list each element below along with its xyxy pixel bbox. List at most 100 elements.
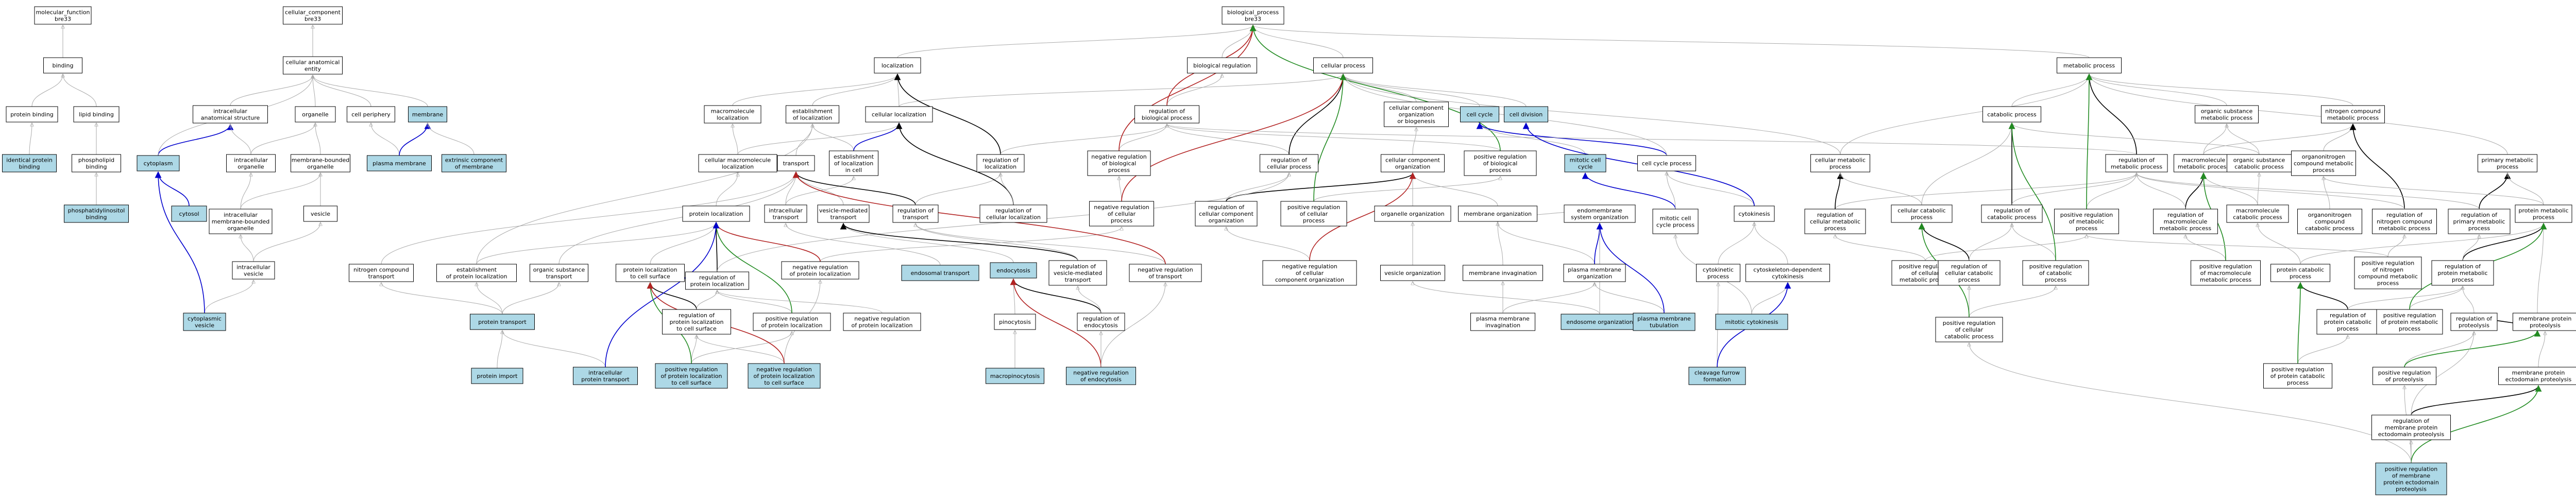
term-node-lipid-binding[interactable]: lipid binding [73,106,120,123]
term-node-cellular-localization[interactable]: cellular localization [865,106,933,123]
term-node-endocytosis[interactable]: endocytosis [990,262,1037,279]
term-node-protein-binding[interactable]: protein binding [6,106,58,123]
term-node-protein-transport[interactable]: protein transport [470,314,535,330]
term-node-cytokinesis[interactable]: cytokinesis [1734,205,1775,222]
term-node-pinocytosis[interactable]: pinocytosis [994,314,1036,330]
term-node-endosome-organization[interactable]: endosome organization [1561,314,1639,330]
term-node-membrane-invagination[interactable]: membrane invagination [1463,265,1543,281]
term-node-cell-cycle[interactable]: cell cycle [1460,106,1499,123]
term-node-endosomal-transport[interactable]: endosomal transport [901,265,979,281]
term-node-protein-localization[interactable]: protein localization [682,205,750,222]
term-node-catabolic-process[interactable]: catabolic process [1982,106,2041,123]
term-node-vesicle[interactable]: vesicle [303,205,337,222]
term-node-biological-regulation[interactable]: biological regulation [1187,57,1257,74]
term-node-organelle-organization[interactable]: organelle organization [1374,205,1451,222]
term-node-localization[interactable]: localization [874,57,921,74]
term-node-cytoplasm[interactable]: cytoplasm [137,155,180,171]
term-node-vesicle-organization[interactable]: vesicle organization [1380,265,1445,281]
term-node-organelle[interactable]: organelle [295,106,336,123]
term-node-metabolic-process[interactable]: metabolic process [2057,57,2122,74]
term-node-macropinocytosis[interactable]: macropinocytosis [986,368,1044,384]
term-node-binding[interactable]: binding [43,57,82,74]
term-node-cell-cycle-process[interactable]: cell cycle process [1637,155,1696,171]
term-node-mitotic-cytokinesis[interactable]: mitotic cytokinesis [1715,314,1788,330]
term-node-membrane-organization[interactable]: membrane organization [1458,205,1537,222]
term-node-transport[interactable]: transport [777,155,815,171]
term-node-cell-division[interactable]: cell division [1504,106,1548,123]
